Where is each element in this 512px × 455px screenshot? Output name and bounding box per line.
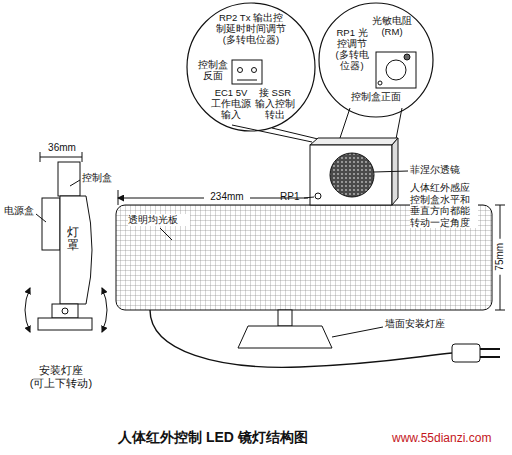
rp1-knob — [315, 193, 321, 199]
callout-outline — [319, 3, 433, 117]
plug — [452, 344, 480, 362]
mount-plate — [38, 318, 92, 330]
part-label: RP1 — [280, 191, 304, 203]
terminal — [252, 68, 257, 73]
callout-circle: 光敏电阻 (RM)RP1 光控调节(多转电位器) 控制盒正面 — [318, 2, 434, 118]
leader-line — [374, 171, 408, 172]
dimension-tick — [40, 152, 41, 162]
plug-prong — [480, 356, 500, 358]
terminal-strip — [237, 80, 257, 81]
photoresistor — [404, 54, 410, 60]
leader-line — [304, 197, 314, 198]
leader-line — [70, 180, 80, 186]
rotation-arrow — [102, 288, 107, 332]
callout-text: 接 SSR 输入控制转出 — [254, 88, 296, 121]
leader-line — [36, 214, 46, 222]
pivot — [62, 308, 68, 314]
callout-outline — [187, 3, 315, 131]
sensor-window — [386, 60, 406, 80]
control-box-side — [58, 162, 80, 196]
part-label: 人体红外感应控制盒水平和垂直方向都能转动一定角度 — [410, 182, 478, 228]
base-bracket — [52, 304, 78, 318]
lamp-shade — [60, 196, 92, 304]
callout-text: EC1 5V 工作电源输入 — [210, 88, 252, 121]
callout-text: RP2 Tx 输出控制延时时间调节(多转电位器) — [216, 13, 286, 46]
callout-leader — [340, 108, 350, 138]
callout-circle: RP2 Tx 输出控制延时时间调节(多转电位器) 控制盒反面 EC1 5V 工作电源… — [186, 2, 316, 132]
fresnel-lens — [330, 153, 374, 197]
power-box — [42, 198, 60, 250]
callout-leader — [272, 128, 318, 139]
callout-text: 控制盒反面 — [198, 60, 228, 82]
dimension-tick — [118, 190, 119, 205]
part-label: 控制盒 — [82, 172, 122, 184]
callout-text: RP1 光控调节(多转电位器) — [332, 28, 372, 72]
part-label: 36mm — [40, 142, 84, 154]
rotation-arrow — [25, 288, 30, 332]
part-label: 75mm — [494, 239, 506, 275]
dimension-tick — [82, 152, 83, 162]
control-box-back — [232, 60, 262, 84]
part-label: 墙面安装灯座 — [385, 318, 463, 330]
dimension-tick — [495, 310, 505, 311]
rp2-potentiometer — [238, 68, 243, 73]
part-label: 234mm — [204, 191, 250, 203]
control-box — [310, 145, 392, 205]
control-box-front — [376, 52, 416, 88]
part-label: 透明均光板 — [128, 214, 190, 226]
rp1-potentiometer — [378, 81, 382, 85]
callout-text: 控制盒正面 — [346, 92, 406, 103]
mount-post — [278, 310, 292, 326]
part-label: 菲涅尔透镜 — [410, 164, 472, 176]
callout-text: 光敏电阻 (RM) — [370, 16, 414, 38]
dimension-tick — [495, 205, 505, 206]
figure-caption: 人体红外控制 LED 镜灯结构图 — [118, 429, 308, 445]
plug-prong — [480, 348, 500, 350]
dimension-line — [40, 157, 82, 158]
leader-line — [160, 228, 172, 240]
part-label: 安装灯座 (可上下转动) — [18, 364, 104, 389]
part-label: 灯罩 — [67, 226, 79, 252]
part-label: 电源盒 — [4, 205, 40, 217]
watermark: www.55dianzi.com — [392, 432, 508, 446]
control-box-top — [310, 138, 398, 145]
leader-line — [332, 327, 383, 337]
wall-mount-base — [238, 326, 332, 348]
